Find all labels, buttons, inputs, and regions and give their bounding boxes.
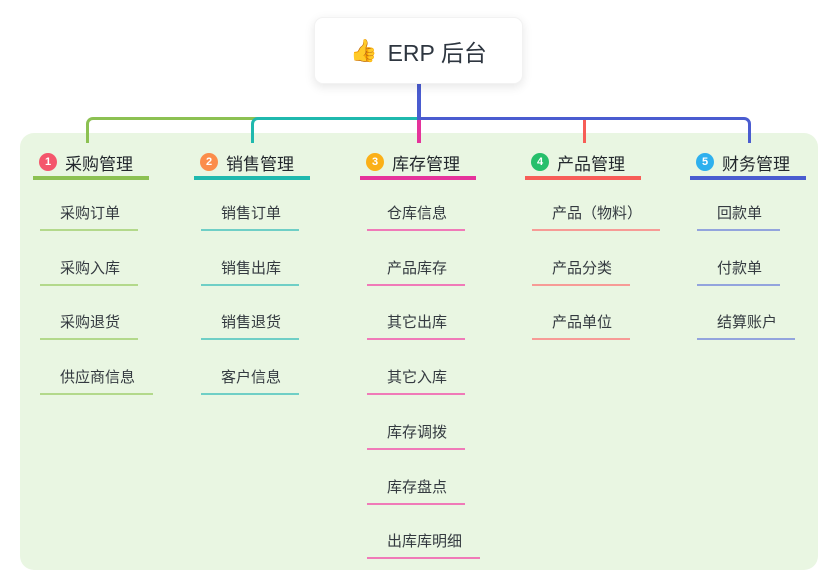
branch-number-badge: 5 — [696, 153, 714, 171]
child-node[interactable]: 采购退货 — [40, 313, 139, 340]
branch-label: 销售管理 — [226, 154, 294, 174]
connector-branch-2 — [251, 117, 419, 143]
connector-root-stem — [417, 84, 421, 119]
child-node[interactable]: 供应商信息 — [40, 368, 154, 395]
branch-1-underline — [33, 176, 149, 180]
child-node[interactable]: 采购入库 — [40, 259, 139, 286]
child-node[interactable]: 出库库明细 — [367, 532, 481, 559]
thumbs-up-icon: 👍 — [350, 37, 378, 63]
branch-4-underline — [525, 176, 641, 180]
branch-node-4[interactable]: 4 产品管理 — [531, 149, 625, 175]
child-node[interactable]: 仓库信息 — [367, 204, 466, 231]
child-node[interactable]: 结算账户 — [697, 313, 796, 340]
child-node[interactable]: 客户信息 — [201, 368, 300, 395]
root-title: ERP 后台 — [387, 39, 487, 66]
branch-label: 产品管理 — [557, 154, 625, 174]
branch-number-badge: 2 — [200, 153, 218, 171]
branches-panel — [20, 133, 818, 570]
branch-number-badge: 1 — [39, 153, 57, 171]
connector-branch-3 — [417, 117, 421, 143]
child-node[interactable]: 产品（物料） — [532, 204, 661, 231]
child-node[interactable]: 库存盘点 — [367, 478, 466, 505]
root-node[interactable]: 👍 ERP 后台 — [314, 17, 523, 84]
child-node[interactable]: 销售退货 — [201, 313, 300, 340]
child-node[interactable]: 产品单位 — [532, 313, 631, 340]
branch-node-5[interactable]: 5 财务管理 — [696, 149, 790, 175]
branch-node-2[interactable]: 2 销售管理 — [200, 149, 294, 175]
branch-5-underline — [690, 176, 806, 180]
child-node[interactable]: 产品库存 — [367, 259, 466, 286]
branch-label: 库存管理 — [392, 154, 460, 174]
child-node[interactable]: 销售出库 — [201, 259, 300, 286]
child-node[interactable]: 产品分类 — [532, 259, 631, 286]
child-node[interactable]: 采购订单 — [40, 204, 139, 231]
child-node[interactable]: 其它入库 — [367, 368, 466, 395]
child-node[interactable]: 库存调拨 — [367, 423, 466, 450]
child-node[interactable]: 其它出库 — [367, 313, 466, 340]
child-node[interactable]: 付款单 — [697, 259, 781, 286]
branch-2-underline — [194, 176, 310, 180]
branch-node-1[interactable]: 1 采购管理 — [39, 149, 133, 175]
branch-label: 财务管理 — [722, 154, 790, 174]
branch-number-badge: 4 — [531, 153, 549, 171]
connector-branch-5 — [417, 117, 751, 143]
branch-node-3[interactable]: 3 库存管理 — [366, 149, 460, 175]
branch-3-underline — [360, 176, 476, 180]
child-node[interactable]: 销售订单 — [201, 204, 300, 231]
child-node[interactable]: 回款单 — [697, 204, 781, 231]
branch-label: 采购管理 — [65, 154, 133, 174]
branch-number-badge: 3 — [366, 153, 384, 171]
